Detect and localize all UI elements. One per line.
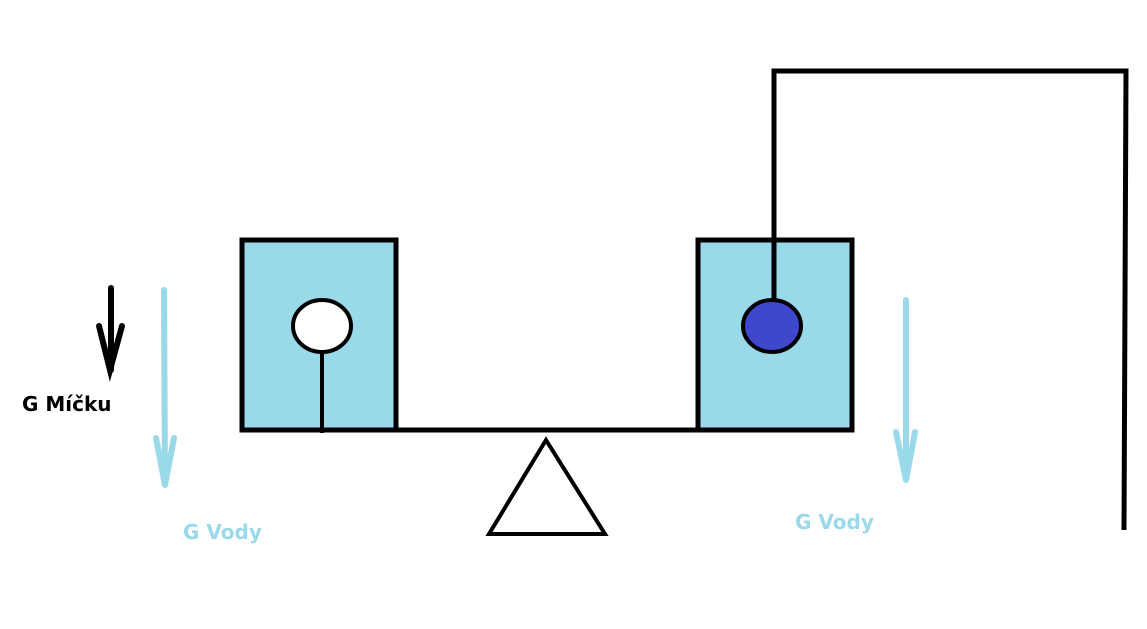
floating-ball bbox=[291, 298, 353, 354]
support-frame bbox=[771, 68, 1129, 531]
right-water-weight-label: G Vody bbox=[795, 510, 874, 534]
ball-weight-label: G Míčku bbox=[22, 392, 112, 416]
sunk-ball bbox=[741, 298, 803, 354]
left-water-weight-label: G Vody bbox=[183, 520, 262, 544]
right-water-weight-arrow bbox=[893, 297, 918, 483]
ball-weight-arrow bbox=[96, 285, 125, 382]
left-water-weight-arrow bbox=[153, 287, 177, 488]
fulcrum-triangle bbox=[485, 436, 609, 536]
